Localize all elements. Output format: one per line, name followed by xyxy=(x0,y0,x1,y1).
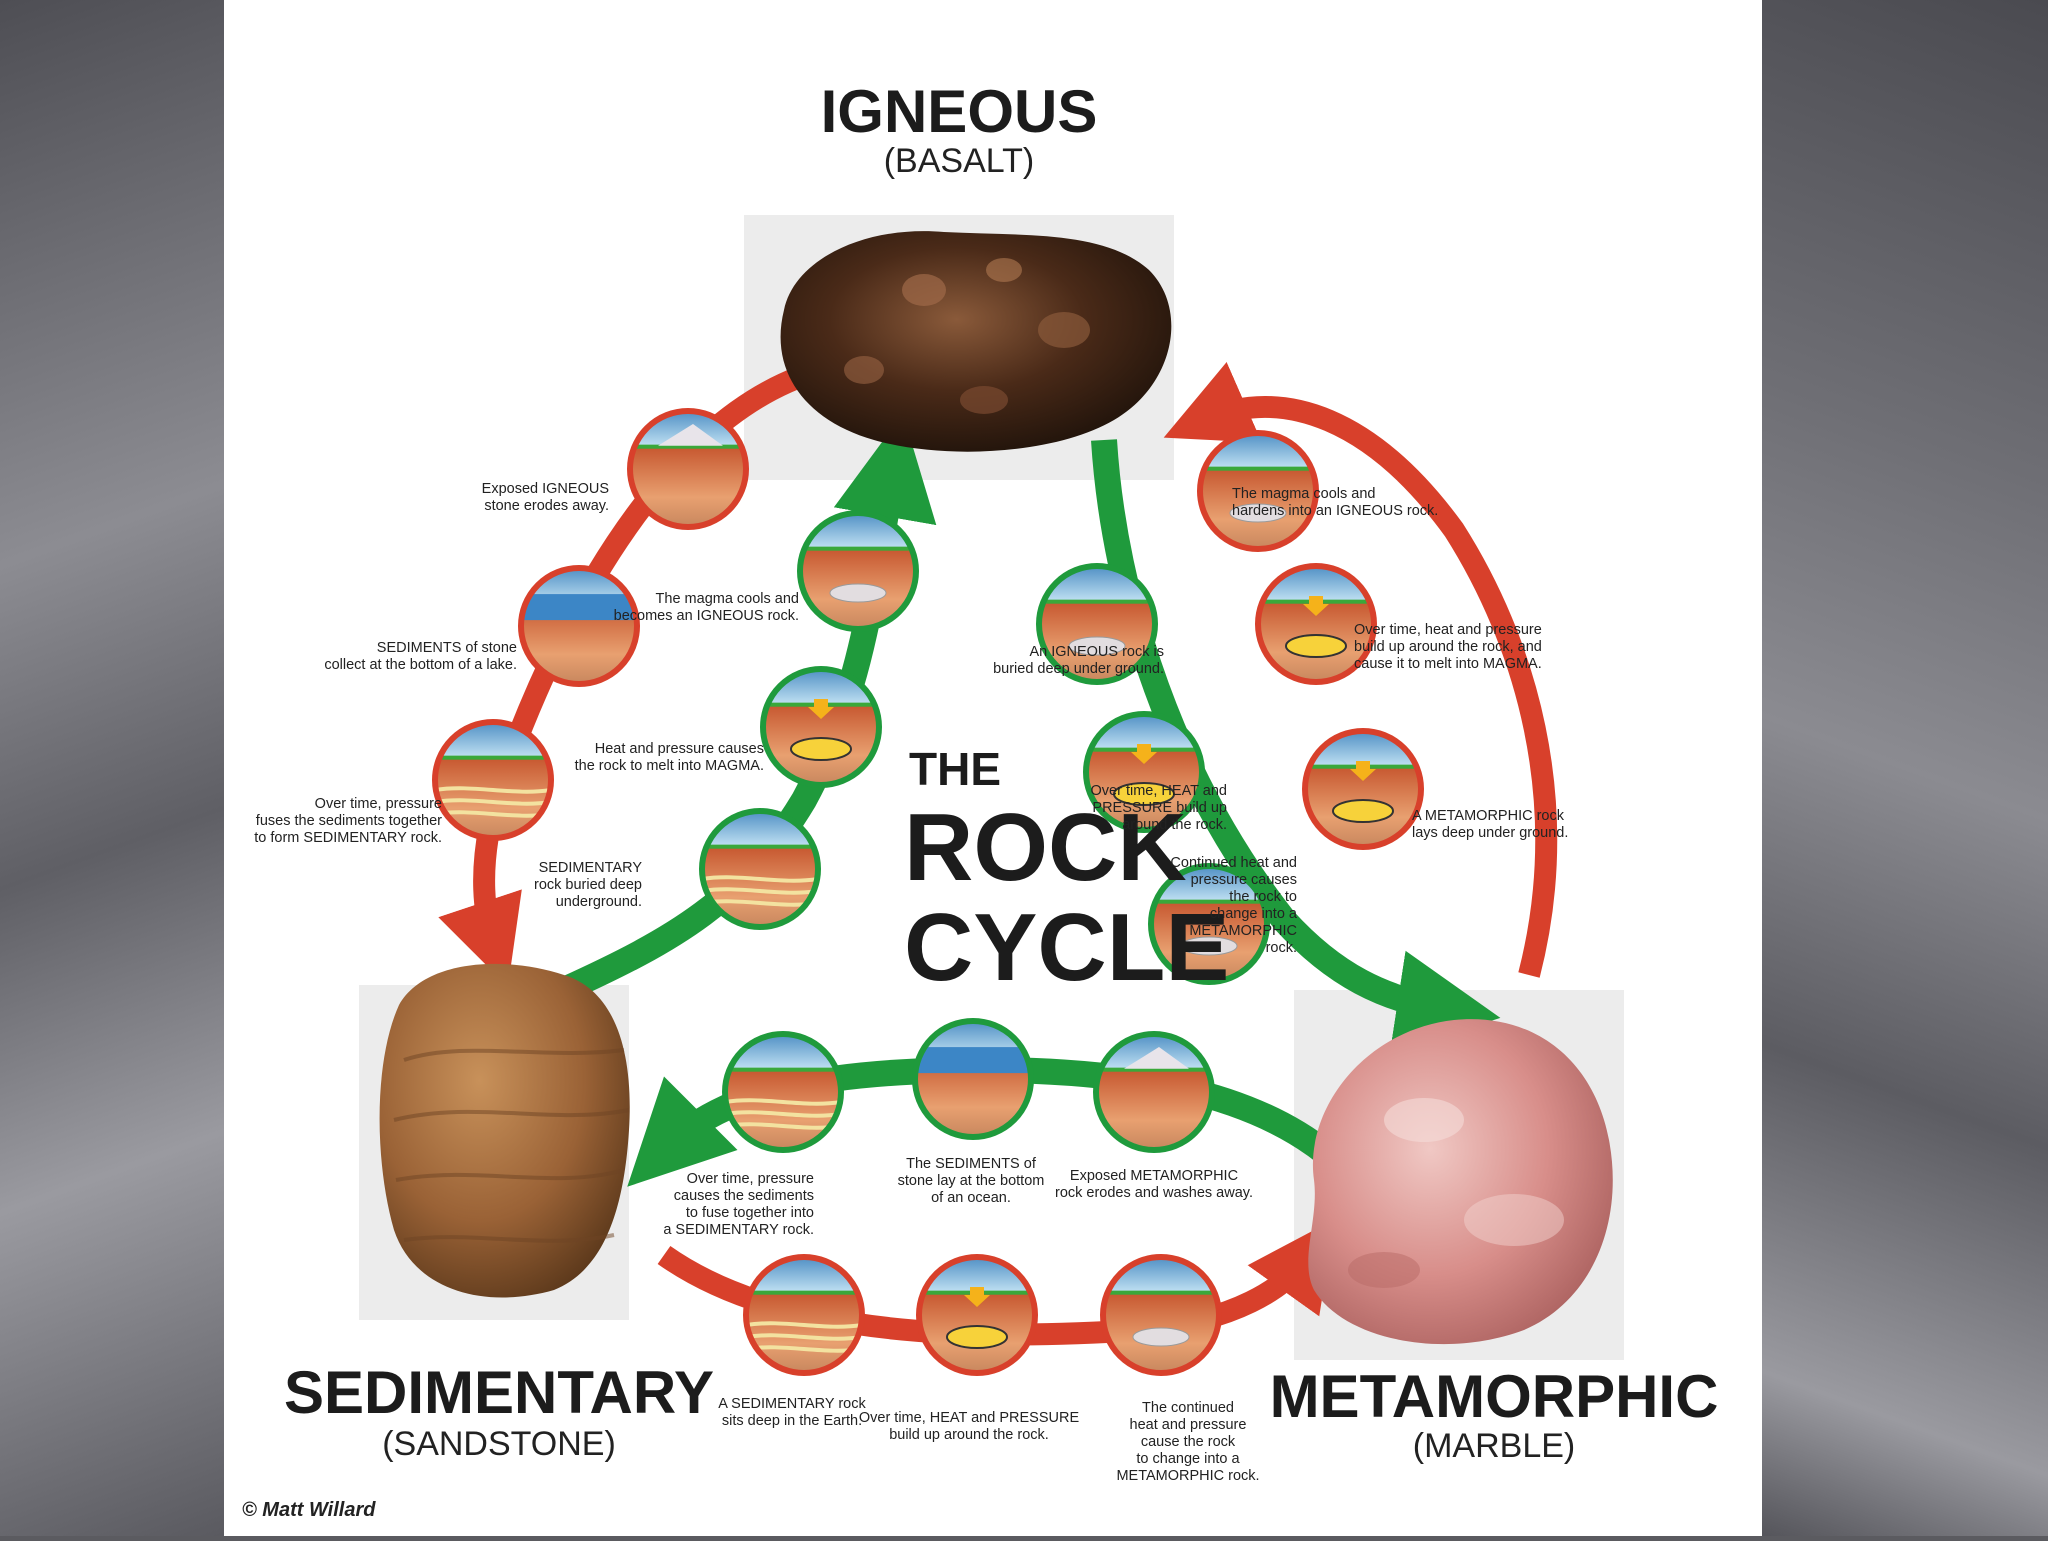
igneous-title: IGNEOUS xyxy=(821,78,1098,145)
stage-circle xyxy=(1100,1254,1222,1376)
metamorphic-title: METAMORPHIC xyxy=(1270,1363,1719,1430)
stage-circle xyxy=(1083,711,1205,833)
right-background-panel xyxy=(1762,0,2048,1536)
stage-circle xyxy=(743,1254,865,1376)
stage-circle xyxy=(797,510,919,632)
stage-circle xyxy=(518,565,640,687)
sedimentary-subtitle: (SANDSTONE) xyxy=(382,1425,616,1463)
stage-circle xyxy=(1093,1031,1215,1153)
rock-cycle-diagram: IGNEOUS (BASALT) SEDIMENTARY (SANDSTONE)… xyxy=(224,0,1762,1536)
sandstone-rock-image xyxy=(379,963,630,1298)
left-background-panel xyxy=(0,0,224,1536)
stage-circle xyxy=(432,719,554,841)
center-title-cycle: CYCLE xyxy=(904,894,1229,1001)
marble-rock-image xyxy=(1308,1019,1613,1345)
metamorphic-subtitle: (MARBLE) xyxy=(1413,1427,1575,1465)
stage-circle xyxy=(1197,430,1319,552)
stage-circle xyxy=(1302,728,1424,850)
sedimentary-title: SEDIMENTARY xyxy=(284,1359,714,1426)
stage-circle xyxy=(722,1031,844,1153)
center-title-rock: ROCK xyxy=(904,794,1187,901)
green-arrow-igneous-to-metamorphic xyxy=(1091,439,1501,1054)
stage-circle xyxy=(699,808,821,930)
stage-circle xyxy=(760,666,882,788)
stage-circle xyxy=(627,408,749,530)
red-arrow-metamorphic-to-igneous xyxy=(1163,362,1558,978)
stage-circle xyxy=(912,1018,1034,1140)
basalt-rock-image xyxy=(780,231,1172,452)
credit-text: © Matt Willard xyxy=(242,1499,376,1521)
stage-circle xyxy=(916,1254,1038,1376)
igneous-subtitle: (BASALT) xyxy=(884,142,1035,180)
center-title-the: THE xyxy=(909,743,1001,795)
